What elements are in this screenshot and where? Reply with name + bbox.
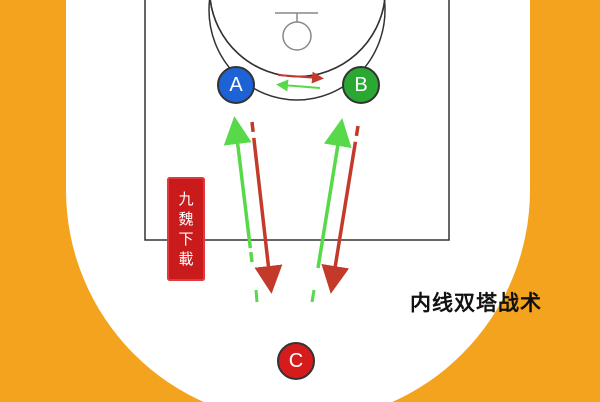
player-b[interactable]: B	[342, 66, 380, 104]
pass-arrow-b-to-a	[276, 79, 321, 92]
paint-area	[144, 0, 450, 241]
green-arrow-right	[316, 118, 352, 269]
hoop	[282, 21, 312, 51]
player-a[interactable]: A	[217, 66, 255, 104]
red-arrow-left	[250, 121, 283, 294]
player-c-label: C	[288, 349, 304, 372]
three-point-area	[66, 0, 530, 402]
red-arrow-right	[321, 125, 360, 294]
free-throw-arc	[208, 0, 386, 101]
player-c[interactable]: C	[277, 342, 315, 380]
watermark-stamp: 九魏下載	[167, 177, 205, 281]
player-b-label: B	[354, 73, 368, 96]
player-a-label: A	[229, 73, 243, 96]
green-arrow-left	[223, 116, 254, 263]
pass-arrow-a-to-b	[277, 71, 324, 84]
diagram-title: 内线双塔战术	[410, 291, 542, 315]
